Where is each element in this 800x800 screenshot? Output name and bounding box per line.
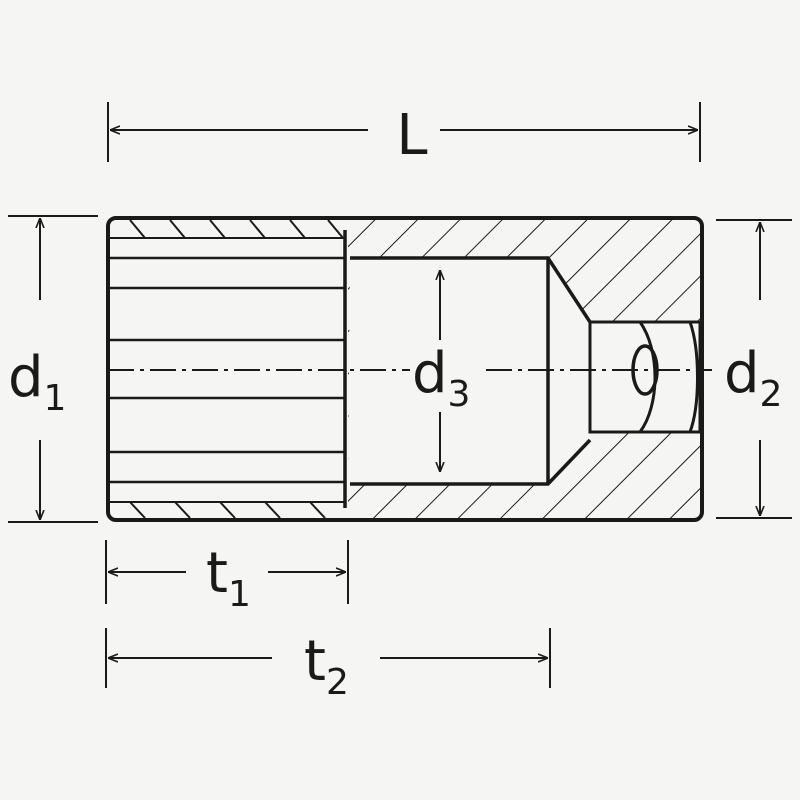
label-t2: t2: [304, 629, 349, 703]
bottom-wall-hatch: [108, 501, 345, 519]
top-wall-hatch: [108, 219, 345, 239]
dimension-t2: t2: [105, 628, 551, 703]
label-d1: d1: [8, 345, 66, 419]
section-hatch-inner: [590, 322, 700, 432]
label-d2: d2: [724, 341, 782, 415]
section-hatch: [345, 218, 702, 520]
dimension-t1: t1: [105, 540, 349, 615]
socket-body: [106, 216, 704, 522]
bore-flank-lines: [110, 256, 345, 484]
dimension-d3: d3: [410, 270, 482, 472]
label-d3: d3: [412, 341, 470, 415]
dimension-L: L: [107, 102, 701, 168]
label-L: L: [396, 103, 427, 168]
label-t1: t1: [206, 541, 251, 615]
dimension-d2: d2: [716, 219, 792, 519]
dimension-d1: d1: [8, 215, 98, 523]
